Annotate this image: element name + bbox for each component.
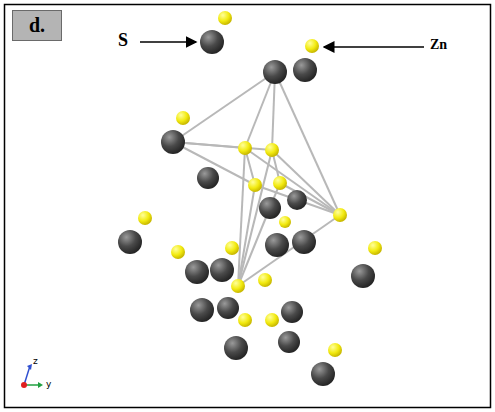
s-atoms — [118, 30, 375, 386]
frame — [5, 5, 491, 408]
leader-arrow — [324, 46, 424, 48]
panel-letter: d. — [29, 14, 45, 37]
axis-triad — [21, 364, 43, 388]
atom-label: Zn — [430, 37, 447, 53]
leader-arrow — [140, 41, 196, 43]
axis-label: y — [46, 379, 51, 389]
zn-atoms — [138, 11, 382, 357]
polyhedron-edges — [173, 72, 340, 286]
axis-label: z — [33, 356, 38, 366]
panel-tag: d. — [12, 10, 62, 41]
atom-label: S — [118, 30, 128, 51]
